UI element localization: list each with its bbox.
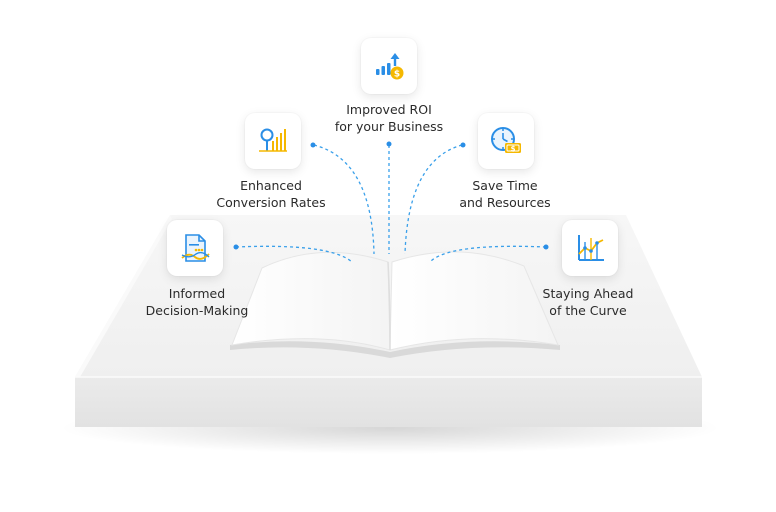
label-conversion: Enhanced Conversion Rates bbox=[186, 177, 356, 211]
card-curve bbox=[562, 220, 618, 276]
connector-dot-curve bbox=[543, 244, 549, 250]
book-shadow bbox=[230, 341, 560, 358]
connector-time bbox=[404, 144, 463, 255]
svg-text:$: $ bbox=[511, 145, 516, 153]
connector-informed bbox=[235, 245, 353, 263]
label-time-line1: Save Time bbox=[472, 178, 538, 193]
platform-front bbox=[75, 377, 702, 427]
connector-dot-time bbox=[460, 142, 466, 148]
label-time: Save Time and Resources bbox=[420, 177, 590, 211]
connector-dots bbox=[233, 141, 549, 250]
book-spine bbox=[387, 261, 391, 351]
connectors bbox=[235, 144, 547, 263]
label-curve: Staying Ahead of the Curve bbox=[503, 285, 673, 319]
magnifier-bars-icon bbox=[259, 128, 287, 152]
label-roi: Improved ROI for your Business bbox=[304, 101, 474, 135]
label-roi-line1: Improved ROI bbox=[346, 102, 432, 117]
connector-dot-informed bbox=[233, 244, 239, 250]
platform-left-bevel bbox=[75, 215, 172, 377]
connector-conversion bbox=[313, 144, 375, 255]
open-book bbox=[230, 251, 560, 358]
svg-text:$: $ bbox=[394, 70, 400, 80]
label-curve-line1: Staying Ahead bbox=[542, 286, 634, 301]
label-informed-line1: Informed bbox=[168, 286, 226, 301]
growth-bars-coin-icon: $ bbox=[376, 53, 404, 80]
connector-dot-roi bbox=[386, 141, 392, 147]
trend-chart-icon bbox=[578, 235, 604, 261]
document-chart-icon bbox=[181, 234, 210, 262]
label-informed: Informed Decision-Making bbox=[112, 285, 282, 319]
label-conversion-line1: Enhanced bbox=[240, 178, 302, 193]
card-informed bbox=[167, 220, 223, 276]
connector-curve bbox=[429, 245, 547, 263]
label-roi-line2: for your Business bbox=[334, 119, 444, 134]
label-informed-line2: Decision-Making bbox=[145, 303, 249, 318]
label-curve-line2: of the Curve bbox=[549, 303, 627, 318]
card-conversion bbox=[245, 113, 301, 169]
book-right-page bbox=[389, 251, 559, 351]
card-roi: $ bbox=[361, 38, 417, 94]
label-time-line2: and Resources bbox=[459, 195, 551, 210]
card-time: $ bbox=[478, 113, 534, 169]
connector-dot-conversion bbox=[310, 142, 316, 148]
label-conversion-line2: Conversion Rates bbox=[216, 195, 326, 210]
clock-money-icon: $ bbox=[491, 127, 521, 153]
